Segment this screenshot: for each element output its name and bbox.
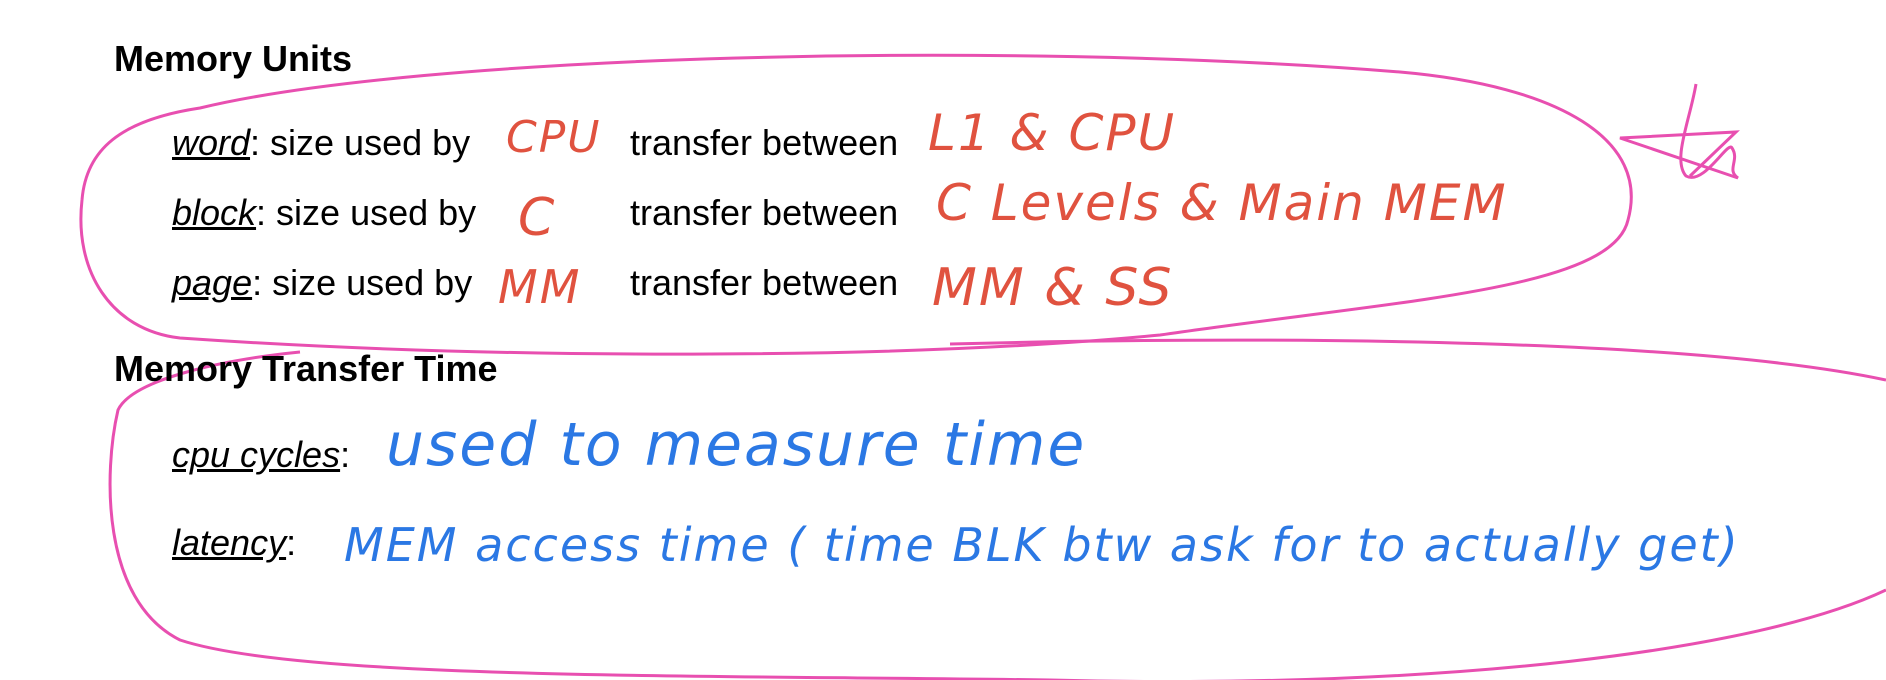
term-latency: latency xyxy=(172,522,287,563)
term-suffix: : xyxy=(286,522,297,563)
handwritten-latency-note: MEM access time ( time BLK btw ask for t… xyxy=(344,518,1740,572)
term-block: block xyxy=(172,192,257,233)
star-icon xyxy=(1619,83,1740,180)
handwritten-word-used-by: CPU xyxy=(506,112,602,163)
transfer-label-page: transfer between xyxy=(630,262,899,303)
memory-units-row-block: block: size used by xyxy=(172,192,476,234)
handwritten-page-transfer: MM & SS xyxy=(932,258,1174,318)
section-heading-memory-transfer-time: Memory Transfer Time xyxy=(114,348,498,389)
transfer-label-word: transfer between xyxy=(630,122,899,163)
handwritten-page-used-by: MM xyxy=(498,260,582,314)
term-suffix: : xyxy=(340,434,351,475)
term-page: page xyxy=(172,262,253,303)
used-by-label: : size used by xyxy=(256,192,477,233)
transfer-time-row-cpu-cycles: cpu cycles: xyxy=(172,434,350,476)
handwritten-cpu-cycles-note: used to measure time xyxy=(386,410,1087,480)
memory-units-row-word: word: size used by xyxy=(172,122,470,164)
transfer-label-block: transfer between xyxy=(630,192,899,233)
memory-units-row-page: page: size used by xyxy=(172,262,472,304)
circle-transfer-time xyxy=(108,338,1886,680)
term-cpu-cycles: cpu cycles xyxy=(172,434,341,475)
handwritten-block-transfer: C Levels & Main MEM xyxy=(936,174,1508,232)
term-word: word xyxy=(172,122,251,163)
handwritten-block-used-by: C xyxy=(518,188,557,248)
used-by-label: : size used by xyxy=(252,262,473,303)
section-heading-memory-units: Memory Units xyxy=(114,38,353,79)
handwritten-word-transfer: L1 & CPU xyxy=(928,104,1177,162)
used-by-label: : size used by xyxy=(250,122,471,163)
transfer-time-row-latency: latency: xyxy=(172,522,296,564)
